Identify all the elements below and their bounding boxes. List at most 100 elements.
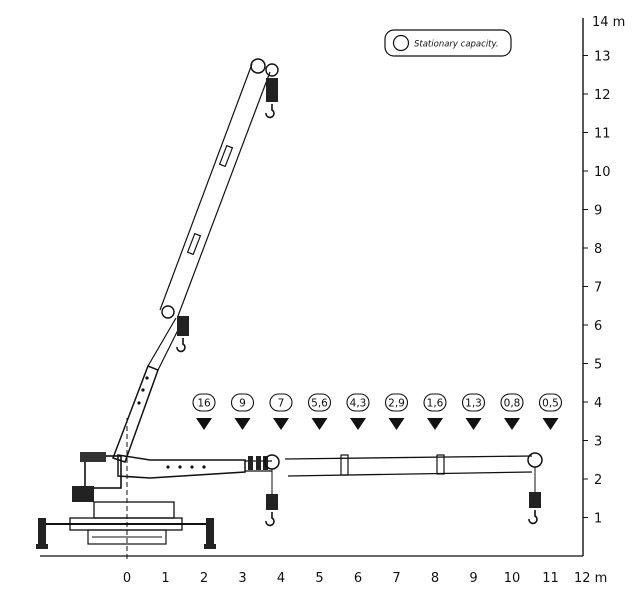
capacity-marker: 1,6 — [423, 393, 447, 430]
x-tick-label: 1 — [161, 571, 169, 586]
down-arrow-icon — [234, 418, 251, 430]
capacity-bubble — [500, 393, 524, 412]
x-tick-label: 5 — [315, 571, 323, 586]
y-tick-label: 1 — [594, 512, 602, 527]
x-tick-label: 7 — [392, 571, 400, 586]
capacity-label: 4,3 — [350, 398, 367, 410]
x-tick-label: 10 — [504, 571, 521, 586]
hook-icon — [265, 104, 275, 119]
down-arrow-icon — [427, 418, 443, 430]
hook-icon — [176, 338, 186, 353]
capacity-marker: 1,3 — [461, 393, 486, 430]
boom-tip-sheave — [250, 58, 266, 74]
down-arrow-icon — [350, 418, 366, 430]
down-arrow-icon — [542, 418, 559, 430]
x-tick-label: 2 — [200, 571, 208, 586]
boom-tip-sheave — [527, 452, 543, 468]
left-outrigger-pad — [36, 544, 48, 549]
right-outrigger-leg — [206, 518, 214, 544]
boom-joint — [340, 454, 349, 476]
capacity-bubble — [538, 393, 563, 412]
raised-boom-base-section — [112, 365, 159, 463]
capacity-marker: 9 — [230, 393, 255, 430]
capacity-label: 16 — [197, 398, 211, 410]
legend: Stationary capacity. — [384, 29, 512, 57]
down-arrow-icon — [196, 418, 212, 430]
boom-extension-lower — [287, 471, 533, 477]
y-tick-label: 9 — [594, 204, 602, 219]
y-tick-label: 7 — [594, 281, 602, 296]
x-tick-label: 4 — [277, 571, 285, 586]
y-axis-top-label: 14 m — [592, 15, 625, 30]
capacity-marker: 5,6 — [307, 393, 332, 430]
boom-joint — [436, 454, 445, 475]
y-tick-label: 8 — [594, 242, 602, 257]
x-tick-label: 3 — [238, 571, 246, 586]
raised-boom-upper-line — [159, 63, 253, 311]
capacity-bubble — [346, 393, 370, 412]
hook-block — [266, 78, 278, 102]
y-tick-label: 12 — [594, 88, 611, 103]
down-arrow-icon — [504, 418, 520, 430]
capacity-markers: 16 9 7 5,6 4,3 2,9 1,6 1,3 0,8 0,5 — [192, 393, 563, 430]
right-outrigger-pad — [204, 544, 216, 549]
capacity-bubble — [192, 393, 216, 412]
capacity-label: 1,3 — [465, 398, 482, 410]
x-tick-label: 9 — [469, 571, 477, 586]
capacity-bubble — [461, 393, 486, 412]
y-tick-label: 10 — [594, 165, 611, 180]
y-tick-label: 11 — [594, 127, 611, 142]
capacity-label: 0,8 — [504, 398, 521, 410]
down-arrow-icon — [273, 418, 289, 430]
capacity-label: 2,9 — [388, 398, 405, 410]
capacity-marker: 7 — [269, 393, 293, 430]
capacity-marker: 4,3 — [346, 393, 370, 430]
boom-base-section — [117, 454, 246, 479]
capacity-bubble — [384, 393, 409, 412]
capacity-bubble — [423, 393, 447, 412]
capacity-label: 0,5 — [542, 398, 559, 410]
y-tick-label: 6 — [594, 319, 602, 334]
track-frame — [87, 529, 167, 545]
horizontal-boom — [117, 452, 543, 527]
x-tick-label: 6 — [354, 571, 362, 586]
raised-boom — [112, 58, 279, 463]
y-tick-label: 3 — [594, 435, 602, 450]
down-arrow-icon — [388, 418, 405, 430]
boom-joint — [218, 144, 234, 168]
x-tick-label: 8 — [431, 571, 439, 586]
crane-base — [36, 452, 216, 549]
hook-block — [266, 494, 278, 510]
legend-circle-icon — [392, 34, 410, 52]
left-outrigger-leg — [38, 518, 46, 544]
down-arrow-icon — [311, 418, 328, 430]
hook-block — [177, 316, 189, 336]
raised-boom-lower-line — [177, 71, 271, 317]
boom-sheave — [161, 305, 175, 319]
capacity-marker: 0,8 — [500, 393, 524, 430]
hook-block — [529, 492, 541, 508]
capacity-bubble — [307, 393, 332, 412]
capacity-bubble — [269, 393, 293, 412]
x-tick-label: 11 — [542, 571, 559, 586]
capacity-label: 9 — [239, 398, 246, 410]
undercarriage — [93, 501, 175, 519]
y-tick-label: 13 — [594, 50, 611, 65]
capacity-label: 5,6 — [311, 398, 328, 410]
cab-roof — [80, 452, 106, 462]
hook-icon — [265, 512, 275, 527]
y-tick-label: 5 — [594, 358, 602, 373]
capacity-label: 7 — [278, 398, 285, 410]
x-tick-label: 0 — [123, 571, 131, 586]
legend-frame — [384, 29, 512, 57]
capacity-marker: 2,9 — [384, 393, 409, 430]
counterweight — [72, 486, 94, 502]
capacity-label: 1,6 — [427, 398, 444, 410]
capacity-bubble — [230, 393, 255, 412]
legend-text: Stationary capacity. — [414, 40, 499, 50]
boom-extension-upper — [284, 455, 533, 460]
y-tick-label: 4 — [594, 396, 602, 411]
